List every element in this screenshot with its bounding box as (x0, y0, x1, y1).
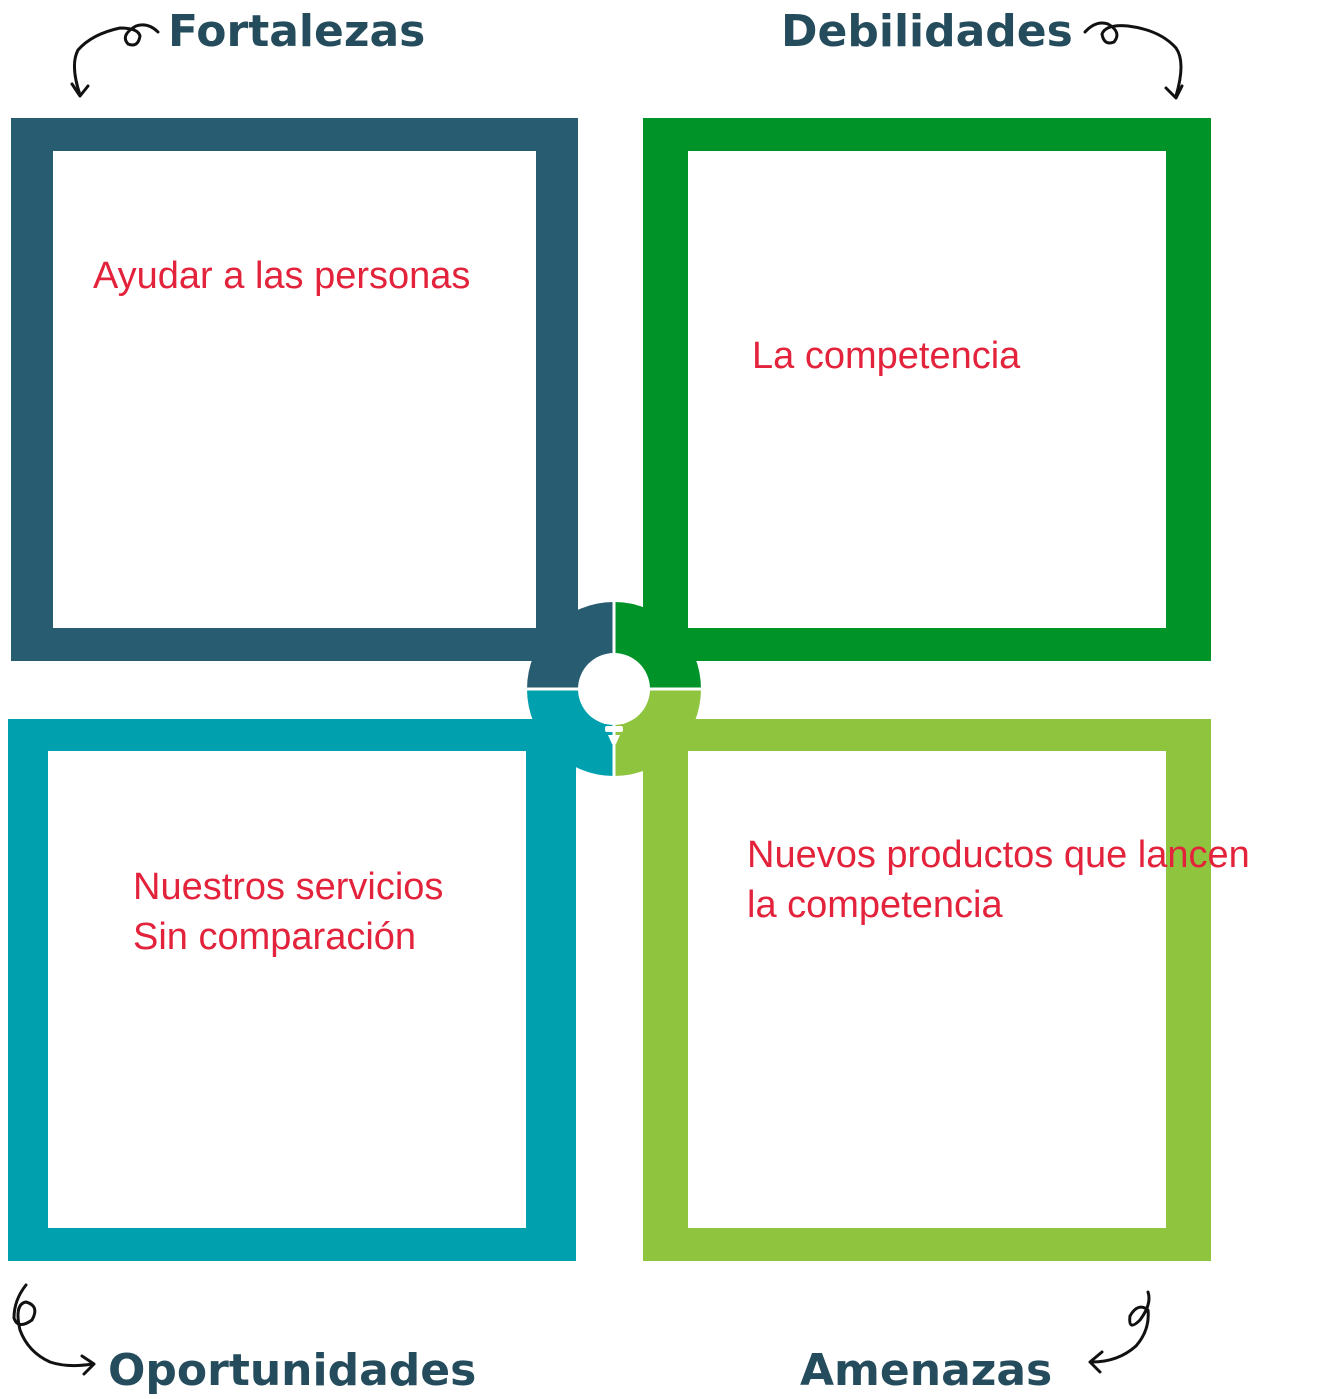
opportunities-frame (8, 719, 576, 1261)
heading-strengths: Fortalezas (168, 6, 426, 57)
weaknesses-frame (643, 118, 1211, 661)
heading-opportunities: Oportunidades (108, 1345, 477, 1396)
opportunities-note-line: Nuestros servicios (133, 866, 444, 908)
curly-arrow-strengths-icon (70, 23, 160, 98)
threats-frame (643, 719, 1211, 1261)
strengths-note: Ayudar a las personas (93, 255, 471, 297)
lightbulb-icon (593, 658, 635, 744)
curly-arrow-opportunities-icon (12, 1283, 96, 1376)
heading-weaknesses: Debilidades (781, 6, 1073, 57)
opportunities-note-line: Sin comparación (133, 916, 417, 958)
threats-note: Nuevos productos que lancen la competenc… (747, 830, 1250, 930)
curly-arrow-weaknesses-icon (1083, 21, 1184, 100)
curly-arrow-threats-icon (1088, 1290, 1151, 1374)
strengths-frame (11, 118, 578, 661)
opportunities-note: Nuestros servicios Sin comparación (133, 862, 443, 962)
weaknesses-note: La competencia (752, 335, 1021, 377)
center-connector (525, 600, 703, 778)
threats-note-line: Nuevos productos que lancen (747, 834, 1250, 876)
threats-note-line: la competencia (747, 884, 1003, 926)
heading-threats: Amenazas (800, 1345, 1053, 1396)
